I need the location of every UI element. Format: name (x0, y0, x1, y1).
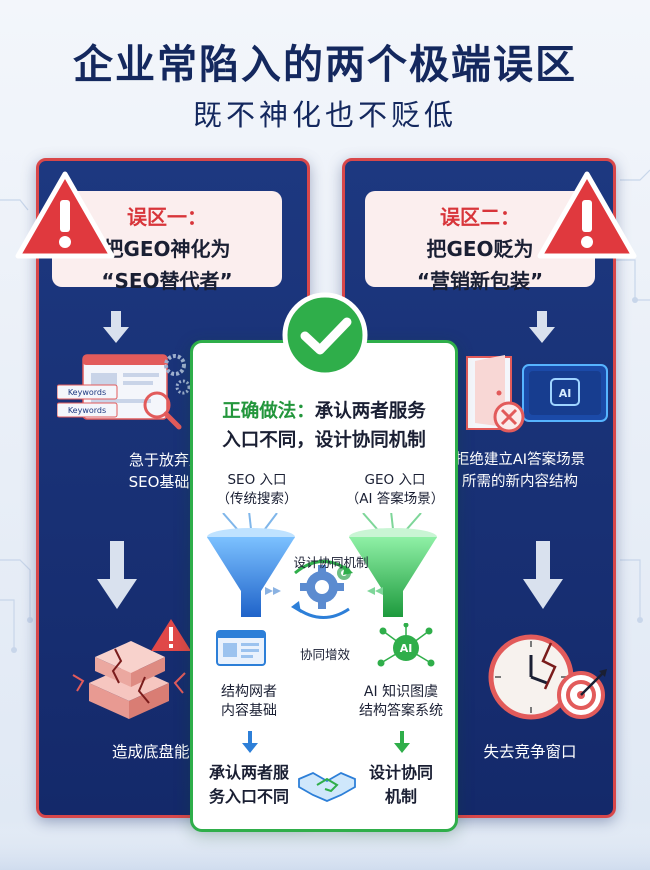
bottom-right-conclusion: 设计协同 机制 (351, 761, 451, 809)
geo-base-label: AI 知识图虞 结构答案系统 (343, 683, 459, 721)
seo-entry-label: SEO 入口 （传统搜索） (197, 471, 317, 509)
keywords-tag-1: Keywords (68, 388, 106, 397)
correct-approach-panel: 正确做法：承认两者服务 入口不同，设计协同机制 SEO 入口 （传统搜索） GE… (190, 340, 458, 832)
seo-entry-title: SEO 入口 (227, 472, 287, 488)
green-down-arrow-icon (394, 731, 410, 753)
geo-entry-label: GEO 入口 （AI 答案场景） (333, 471, 457, 509)
misconception-one-label: 误区一： (127, 205, 207, 229)
ai-knowledge-graph-icon: AI (377, 623, 435, 667)
seo-base-line2: 内容基础 (221, 703, 277, 719)
down-arrow-icon (103, 311, 129, 343)
cracked-foundation-icon (72, 619, 191, 719)
mechanism-label: 设计协同机制 (293, 555, 369, 570)
correct-approach-title-part2: 入口不同，设计协同机制 (222, 430, 426, 451)
seo-entry-sub: （传统搜索） (216, 491, 298, 507)
page-subtitle: 既不神化也不贬低 (192, 98, 457, 132)
bottom-right-line2: 机制 (384, 787, 417, 806)
bottom-left-line1: 承认两者服 (208, 763, 289, 782)
geo-funnel-icon (349, 537, 437, 617)
geo-entry-title: GEO 入口 (364, 472, 426, 488)
check-mark-icon (282, 292, 368, 378)
misconception-two-step1-line1: 拒绝建立AI答案场景 (454, 452, 586, 468)
handshake-icon (298, 771, 356, 802)
broken-clock-target-icon (488, 634, 607, 720)
ai-node-label: AI (400, 642, 413, 655)
bottom-right-line1: 设计协同 (368, 763, 433, 782)
bottom-left-conclusion: 承认两者服 务入口不同 (197, 761, 301, 809)
seo-document-keywords-icon: Keywords Keywords (57, 354, 191, 430)
misconception-two-line1: 把GEO贬为 (426, 237, 534, 261)
seo-base-label: 结构网者 内容基础 (197, 683, 301, 721)
misconception-one-callout: 误区一： 把GEO神化为 “SEO替代者” (52, 191, 282, 293)
misconception-two-step2: 失去竞争窗口 (483, 743, 577, 761)
misconception-one-line2: “SEO替代者” (101, 269, 233, 293)
keywords-tag-2: Keywords (68, 406, 106, 415)
correct-approach-prefix: 正确做法： (222, 401, 315, 422)
geo-entry-sub: （AI 答案场景） (345, 491, 445, 507)
ai-chip-label: AI (559, 387, 572, 400)
large-down-arrow-icon (523, 541, 563, 609)
misconception-two-line2: “营销新包装” (416, 269, 544, 293)
blue-down-arrow-icon (242, 731, 258, 753)
misconception-one-line1: 把GEO神化为 (103, 237, 231, 261)
page-title: 企业常陷入的两个极端误区 (73, 42, 577, 88)
correct-approach-title-part1: 承认两者服务 (314, 401, 426, 422)
seo-funnel-icon (207, 537, 295, 617)
warning-triangle-icon (15, 171, 115, 259)
synergy-label: 协同增效 (299, 647, 350, 662)
misconception-two-label: 误区二： (440, 205, 520, 229)
large-down-arrow-icon (97, 541, 137, 609)
geo-base-line1: AI 知识图虞 (363, 684, 439, 700)
warning-triangle-icon (537, 171, 637, 259)
correct-approach-title: 正确做法：承认两者服务 入口不同，设计协同机制 (193, 397, 455, 455)
misconception-two-step1-line2: 所需的新内容结构 (462, 474, 578, 490)
funnel-synergy-diagram (207, 513, 437, 619)
closed-door-ai-screen-icon: AI (466, 355, 608, 433)
content-page-icon (216, 630, 266, 666)
geo-base-line2: 结构答案系统 (359, 703, 443, 719)
bottom-left-line2: 务入口不同 (208, 787, 289, 806)
seo-base-line1: 结构网者 (221, 684, 277, 700)
misconception-two-step1: 拒绝建立AI答案场景 所需的新内容结构 (425, 449, 615, 493)
down-arrow-icon (529, 311, 555, 343)
